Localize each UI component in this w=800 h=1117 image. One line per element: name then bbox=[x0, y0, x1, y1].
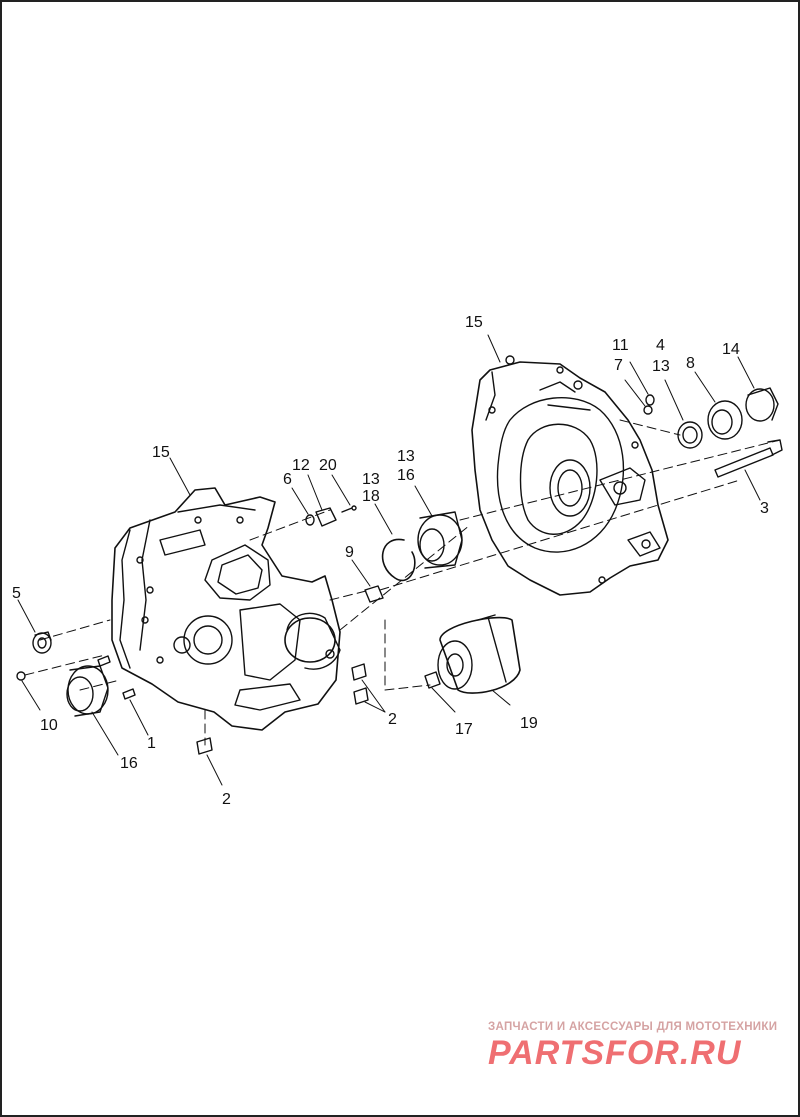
callout-14: 14 bbox=[722, 341, 740, 358]
crankcase-left-half bbox=[111, 487, 341, 731]
part-16-bearing-left bbox=[66, 665, 109, 717]
callout-17: 17 bbox=[455, 721, 473, 738]
callout-12: 12 bbox=[292, 457, 310, 474]
part-17-fitting bbox=[424, 671, 441, 689]
part-18-retaining-ring bbox=[381, 538, 416, 582]
callout-1: 1 bbox=[147, 735, 156, 752]
callout-2-right: 2 bbox=[388, 711, 397, 728]
part-9-dowel bbox=[364, 585, 384, 603]
callout-labels: 15 5 10 16 1 2 2 6 12 20 13 18 9 13 16 1… bbox=[12, 314, 769, 808]
callout-3: 3 bbox=[760, 500, 769, 517]
callout-11: 11 bbox=[612, 337, 629, 354]
part-16-bearing-right bbox=[417, 511, 463, 569]
part-8-bearing bbox=[707, 400, 743, 440]
part-4-seal bbox=[677, 421, 703, 449]
watermark-logo: PARTSFOR.RU bbox=[488, 1034, 742, 1072]
oil-pump-cover bbox=[284, 612, 341, 670]
callout-16-right: 16 bbox=[397, 467, 415, 484]
part-10-dowel bbox=[16, 671, 26, 681]
callout-4: 4 bbox=[656, 337, 665, 354]
part-12-valve-assembly bbox=[305, 505, 357, 527]
part-19-oil-filter bbox=[437, 614, 521, 694]
part-7-plug bbox=[643, 394, 655, 415]
callout-5: 5 bbox=[12, 585, 21, 602]
callout-19: 19 bbox=[520, 715, 538, 732]
callout-10: 10 bbox=[40, 717, 58, 734]
callout-18: 18 bbox=[362, 488, 380, 505]
callout-13-seal: 13 bbox=[652, 358, 670, 375]
callout-13-bearing: 13 bbox=[397, 448, 415, 465]
callout-13-ring: 13 bbox=[362, 471, 380, 488]
callout-9: 9 bbox=[345, 544, 354, 561]
part-14-bushing bbox=[745, 387, 779, 422]
callout-16-left: 16 bbox=[120, 755, 138, 772]
part-2-plugs bbox=[196, 663, 369, 755]
callout-2-bottom: 2 bbox=[222, 791, 231, 808]
crankcase-right-half bbox=[471, 355, 669, 596]
callout-15-right: 15 bbox=[465, 314, 483, 331]
callout-7: 7 bbox=[614, 357, 623, 374]
callout-20: 20 bbox=[319, 457, 337, 474]
part-3-stud bbox=[714, 439, 783, 478]
callout-8: 8 bbox=[686, 355, 695, 372]
part-1-screws bbox=[97, 655, 136, 700]
callout-6: 6 bbox=[283, 471, 292, 488]
alignment-lines bbox=[24, 419, 781, 746]
part-5-bearing bbox=[32, 631, 52, 654]
watermark-subtitle: ЗАПЧАСТИ И АКСЕССУАРЫ ДЛЯ МОТОТЕХНИКИ bbox=[488, 1021, 778, 1033]
callout-15-left: 15 bbox=[152, 444, 170, 461]
leader-lines bbox=[17, 334, 761, 786]
